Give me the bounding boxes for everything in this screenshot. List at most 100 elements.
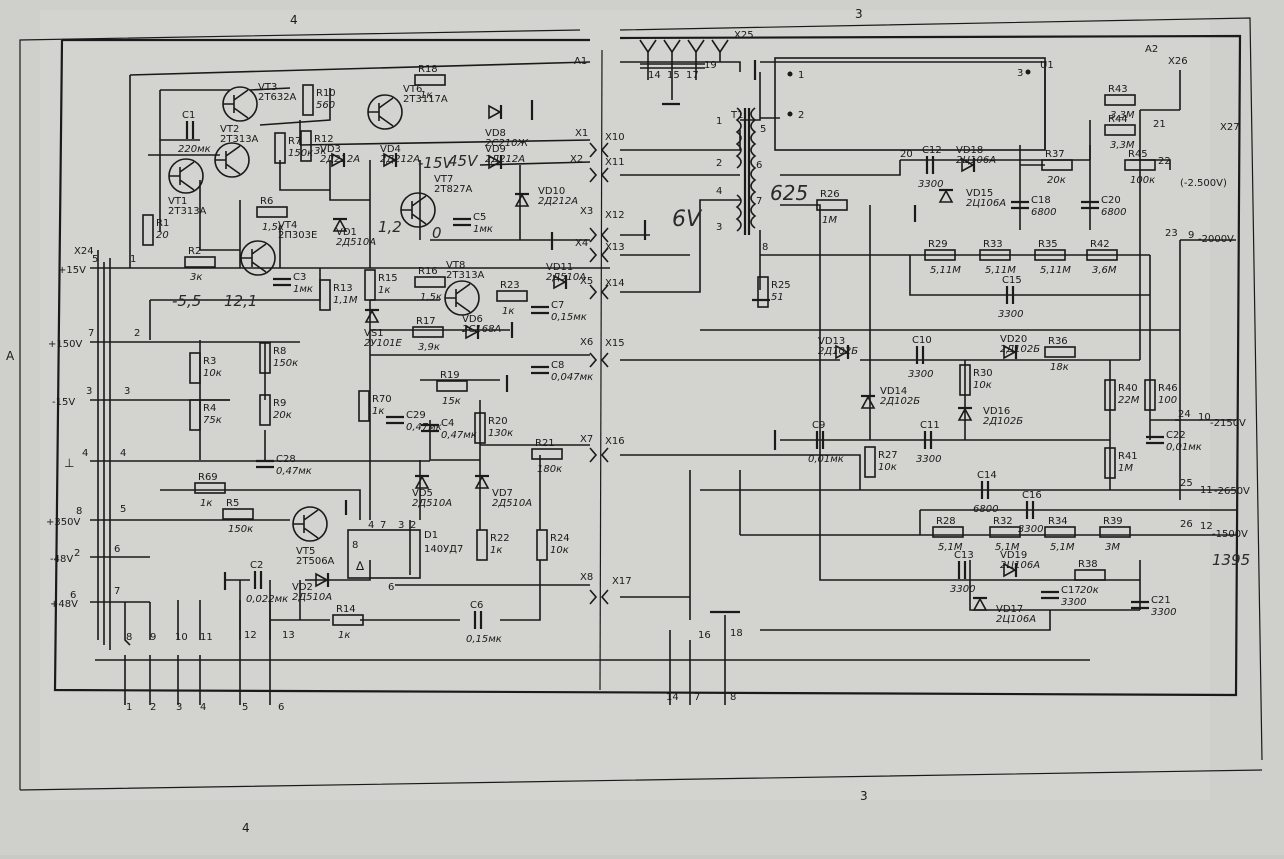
resistor-r24-value: 10к: [550, 545, 569, 556]
connector-x26: X26: [1168, 56, 1188, 67]
resistor-r26-ref: R26: [820, 189, 840, 200]
diode-vd13-type: 2Д102Б: [818, 346, 858, 357]
capacitor-c7-ref: C7: [551, 300, 564, 311]
resistor-r1-ref: R1: [156, 218, 169, 229]
diode-vd8-type: 2C210Ж: [485, 138, 529, 149]
net-20: 20: [900, 149, 913, 160]
resistor-r69-value: 1к: [200, 498, 212, 509]
bottom-pin-2: 2: [150, 702, 156, 713]
transistor-vt4-ref: VT4: [278, 220, 297, 231]
capacitor-c9: C90,01мк: [808, 420, 844, 465]
resistor-r39-ref: R39: [1103, 516, 1123, 527]
d1-pin-6: 6: [388, 582, 394, 593]
resistor-r6-ref: R6: [260, 196, 273, 207]
transistor-vt7-ref: VT7: [434, 174, 453, 185]
capacitor-c18-ref: C18: [1031, 195, 1051, 206]
diode-vd9-ref: VD9: [485, 144, 506, 155]
capacitor-c3-ref: C3: [293, 272, 306, 283]
diode-vd6-ref: VD6: [462, 314, 483, 325]
connector-x24: X24: [74, 246, 94, 257]
terminal-plus350v-node: 5: [120, 504, 126, 515]
capacitor-c12-ref: C12: [922, 145, 942, 156]
diode-vd18-type: 2Ц106А: [956, 155, 996, 166]
resistor-r3-value: 10к: [203, 368, 222, 379]
capacitor-group: C1220мкC51мкC31мкC70,15мкC80,047мкC290,4…: [178, 110, 1202, 645]
resistor-r27-ref: R27: [878, 450, 898, 461]
resistor-r19-ref: R19: [440, 370, 460, 381]
resistor-r34-ref: R34: [1048, 516, 1068, 527]
capacitor-c15-value: 3300: [998, 309, 1023, 320]
d1-pin-2: 2: [410, 520, 416, 531]
u1-pin-3: 3: [1017, 68, 1023, 79]
hand-note-0: 0: [432, 224, 442, 242]
capacitor-c18-value: 6800: [1031, 207, 1056, 218]
capacitor-c13-ref: C13: [954, 550, 974, 561]
resistor-r43-value: 3,3M: [1110, 110, 1135, 121]
resistor-r18-ref: R18: [418, 64, 438, 75]
resistor-r44-ref: R44: [1108, 114, 1128, 125]
hand-note-minus5-5: -5,5: [172, 292, 201, 310]
ground-symbols: [223, 60, 917, 614]
capacitor-c13-value: 3300: [950, 584, 975, 595]
resistor-r35-value: 5,11M: [1040, 265, 1071, 276]
resistor-r29-value: 5,11M: [930, 265, 961, 276]
resistor-r34: R34 5,1M: [1044, 516, 1076, 553]
resistor-r43: R43 3,3M: [1104, 84, 1136, 121]
voltage-labels: (-2.500V) -2000V -2150V -2650V -1500V: [1180, 178, 1250, 540]
capacitor-c21-ref: C21: [1151, 595, 1171, 606]
resistor-r16-value: 1,5к: [420, 292, 442, 303]
resistor-r21-value: 180к: [537, 464, 562, 475]
terminal-ground-node: 4: [120, 448, 126, 459]
diode-vd19-type: 2Ц106А: [1000, 560, 1040, 571]
outer-frame: [19, 17, 1263, 791]
resistor-r41-value: 1M: [1118, 463, 1133, 474]
voltage-label-minus1500: -1500V: [1212, 529, 1248, 540]
resistor-r34-value: 5,1M: [1050, 542, 1075, 553]
resistor-r43-ref: R43: [1108, 84, 1128, 95]
capacitor-c11-ref: C11: [920, 420, 940, 431]
resistor-r12-ref: R12: [314, 134, 334, 145]
capacitor-c4-value: 0,47мк: [441, 430, 477, 441]
net-11: 11: [1200, 485, 1213, 496]
resistor-r70-ref: R70: [372, 394, 392, 405]
resistor-r38-value: 20к: [1080, 585, 1099, 596]
capacitor-c6-value: 0,15мк: [466, 634, 502, 645]
transistor-vt1-type: 2T313A: [168, 206, 207, 217]
t1-pin-7: 7: [756, 196, 762, 207]
terminal-plus15v-pin: 5: [92, 254, 98, 265]
resistor-r15-ref: R15: [378, 273, 398, 284]
terminal-minus48v: -48V: [50, 554, 73, 565]
bottom-pin-5: 5: [242, 702, 248, 713]
connector-x16: X16: [605, 436, 625, 447]
resistor-r41-ref: R41: [1118, 451, 1138, 462]
terminal-plus150v: +150V: [48, 339, 82, 350]
resistor-r32-ref: R32: [993, 516, 1013, 527]
diode-vd2-ref: VD2: [292, 582, 313, 593]
capacitor-c2-value: 0,022мк: [246, 594, 288, 605]
diode-vd10-type: 2Д212А: [538, 196, 578, 207]
terminal-plus48v-pin: 6: [70, 590, 76, 601]
bottom-pin-14: 14: [666, 692, 679, 703]
u1-label: U1: [1040, 60, 1054, 71]
diode-vd14-type: 2Д102Б: [880, 396, 920, 407]
transistor-vt5-ref: VT5: [296, 546, 315, 557]
left-section-wiring: [129, 61, 591, 625]
terminal-minus48v-pin: 2: [74, 548, 80, 559]
transistor-group: VT32T632AVT62T3117AVT12T313AVT22T313AVT4…: [168, 82, 485, 567]
